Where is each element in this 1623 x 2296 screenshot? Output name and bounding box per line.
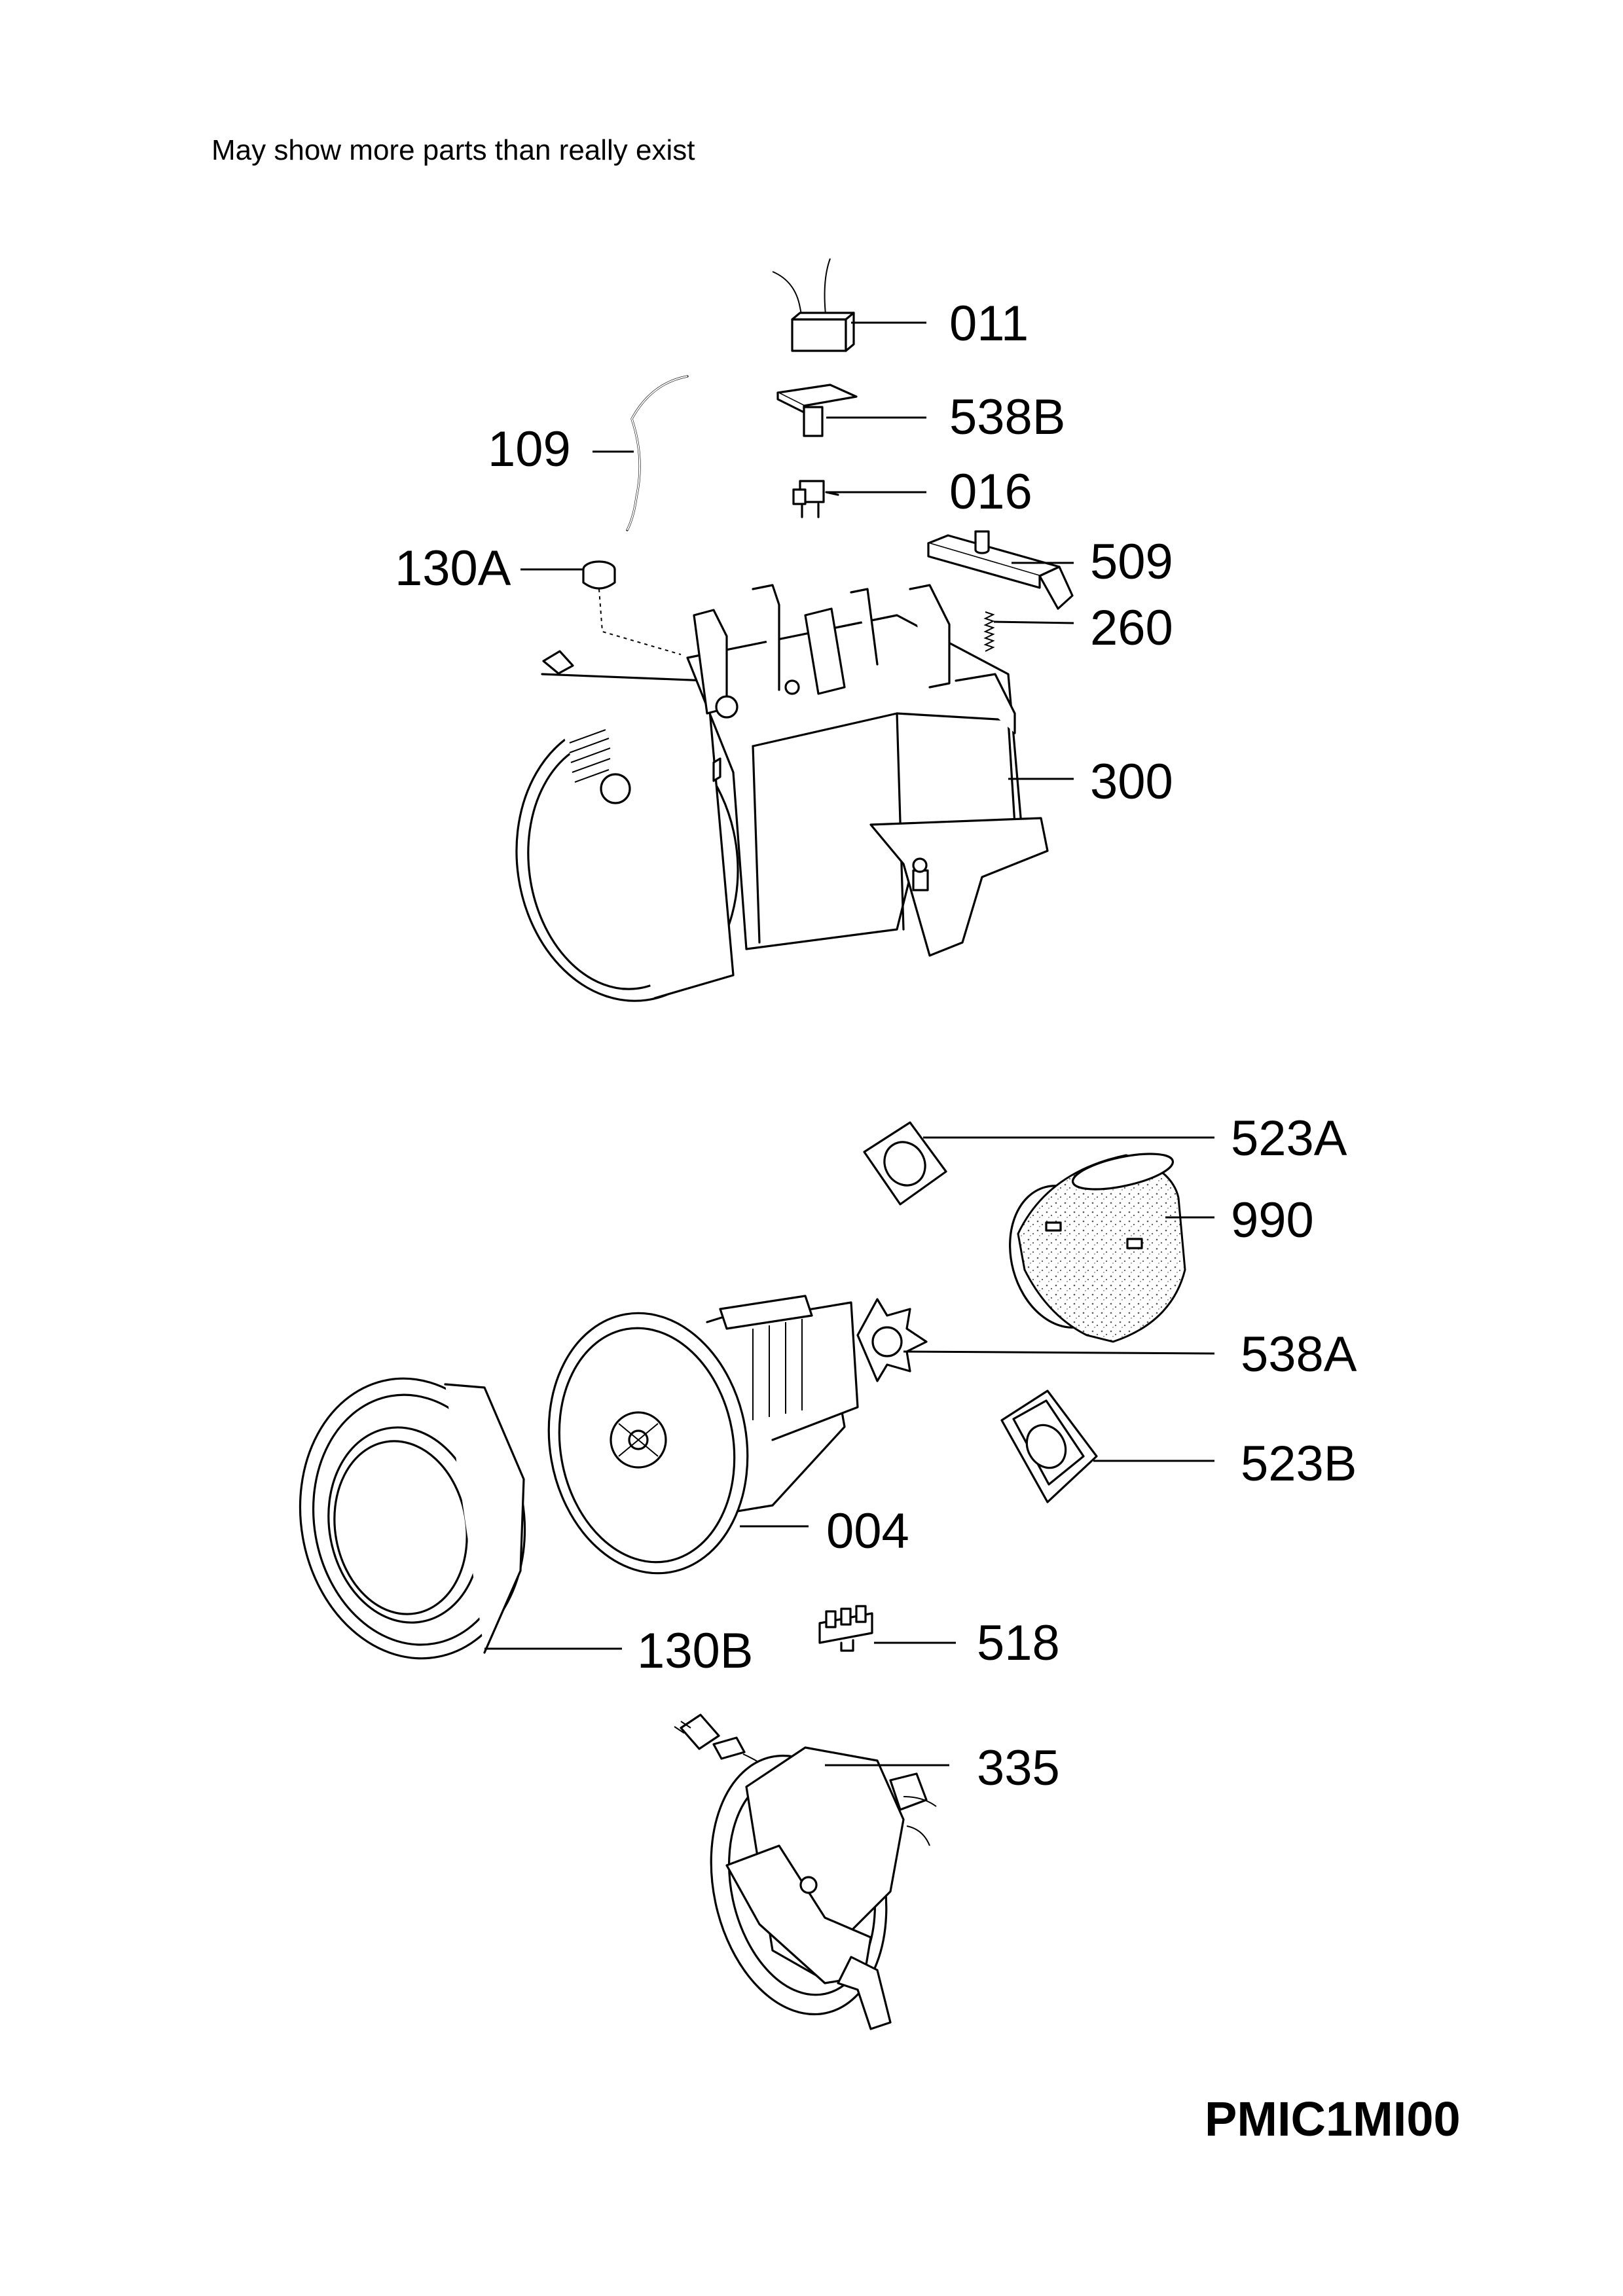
label-990: 990: [1231, 1193, 1314, 1248]
part-509-lever: [927, 530, 1074, 610]
label-130B: 130B: [637, 1623, 754, 1679]
label-016: 016: [949, 464, 1032, 520]
part-335-cable-reel: [674, 1713, 949, 2030]
part-130B-ring: [299, 1377, 622, 1660]
part-523A-gasket: [863, 1121, 1214, 1206]
part-260-spring: [983, 611, 1074, 652]
label-523B: 523B: [1241, 1436, 1357, 1492]
label-538A: 538A: [1241, 1327, 1357, 1382]
part-011-capacitor: [772, 258, 926, 352]
diagram-code: PMIC1MI00: [1205, 2092, 1461, 2146]
label-523A: 523A: [1231, 1111, 1347, 1166]
part-130A-plug: [520, 560, 682, 655]
label-109: 109: [488, 422, 571, 477]
label-011: 011: [949, 296, 1029, 351]
label-538B: 538B: [949, 389, 1066, 445]
label-335: 335: [977, 1740, 1060, 1796]
label-518: 518: [977, 1615, 1060, 1671]
part-109-wire: [593, 375, 689, 531]
label-509: 509: [1090, 534, 1173, 590]
disclaimer-note: May show more parts than really exist: [211, 134, 695, 166]
part-538A-holder: [856, 1298, 1215, 1382]
part-004-motor: [547, 1295, 859, 1575]
label-130A: 130A: [395, 541, 511, 596]
label-300: 300: [1090, 754, 1173, 810]
part-523B-holder: [1000, 1390, 1214, 1503]
part-016-connector: [792, 480, 926, 518]
label-260: 260: [1090, 600, 1173, 656]
part-990-filter: [1009, 1153, 1214, 1343]
part-538B-bracket: [776, 384, 926, 437]
part-300-motor-housing: [515, 584, 1074, 1002]
part-518-terminal: [818, 1605, 956, 1652]
label-004: 004: [826, 1503, 909, 1559]
